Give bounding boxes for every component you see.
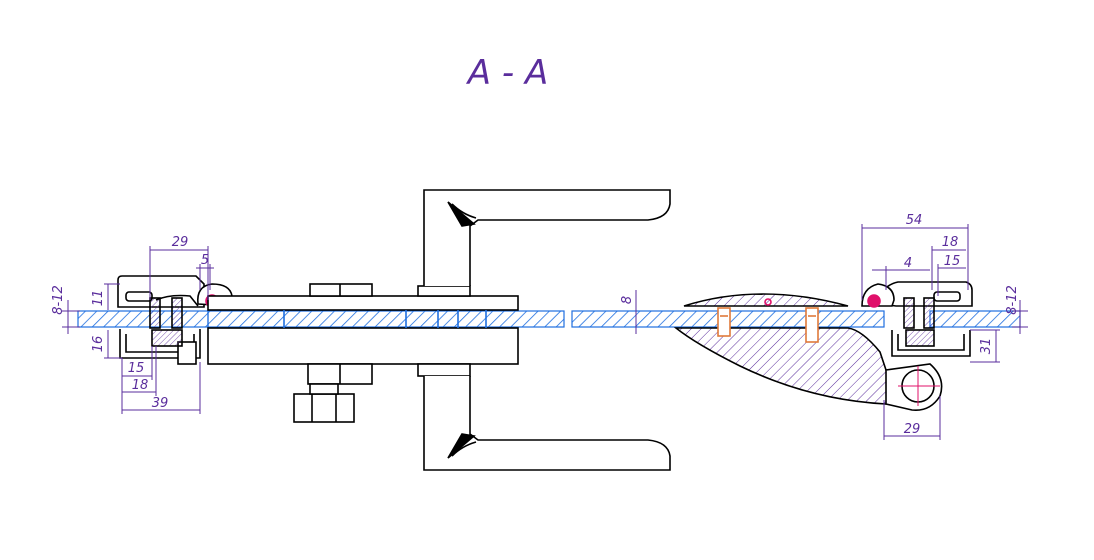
dim-left-glass-thickness: 8-12 xyxy=(51,285,66,315)
glass-panels xyxy=(77,310,1021,328)
dim-left-inner-width-1: 15 xyxy=(128,361,145,376)
glass-panel-center-left xyxy=(207,310,565,328)
dim-right-overall-width: 54 xyxy=(906,213,923,228)
door-handle-assembly xyxy=(207,189,671,471)
dim-left-base-width: 39 xyxy=(152,396,169,411)
right-frame-profile xyxy=(861,281,973,357)
dim-right-glass-thickness: 8-12 xyxy=(1005,285,1020,315)
dim-right-frame-width: 18 xyxy=(942,235,959,250)
clamp-plate-bottom xyxy=(207,327,519,365)
lock-knob xyxy=(293,393,355,423)
dim-center-glass-thickness: 8 xyxy=(620,296,635,304)
handle-lever-top xyxy=(423,189,671,286)
dim-right-hinge-width: 29 xyxy=(904,422,921,437)
dim-right-frame-height: 31 xyxy=(979,338,994,355)
dim-right-inner-width: 15 xyxy=(944,254,961,269)
left-frame-profile xyxy=(117,275,233,365)
handle-lever-bottom xyxy=(423,376,671,471)
dim-left-overall-width: 29 xyxy=(172,235,189,250)
dim-left-inner-width-2: 18 xyxy=(132,378,149,393)
dimension-lines xyxy=(62,224,1028,440)
glass-panel-left xyxy=(77,310,209,328)
dim-left-top-height: 11 xyxy=(91,290,106,307)
pivot-hinge xyxy=(673,293,943,412)
dim-left-seal-offset: 5 xyxy=(201,253,209,268)
dim-right-seal-offset: 4 xyxy=(904,256,912,271)
dim-left-bottom-height: 16 xyxy=(91,336,106,353)
clamp-plate-top xyxy=(207,295,519,311)
section-title: A - A xyxy=(466,53,548,93)
